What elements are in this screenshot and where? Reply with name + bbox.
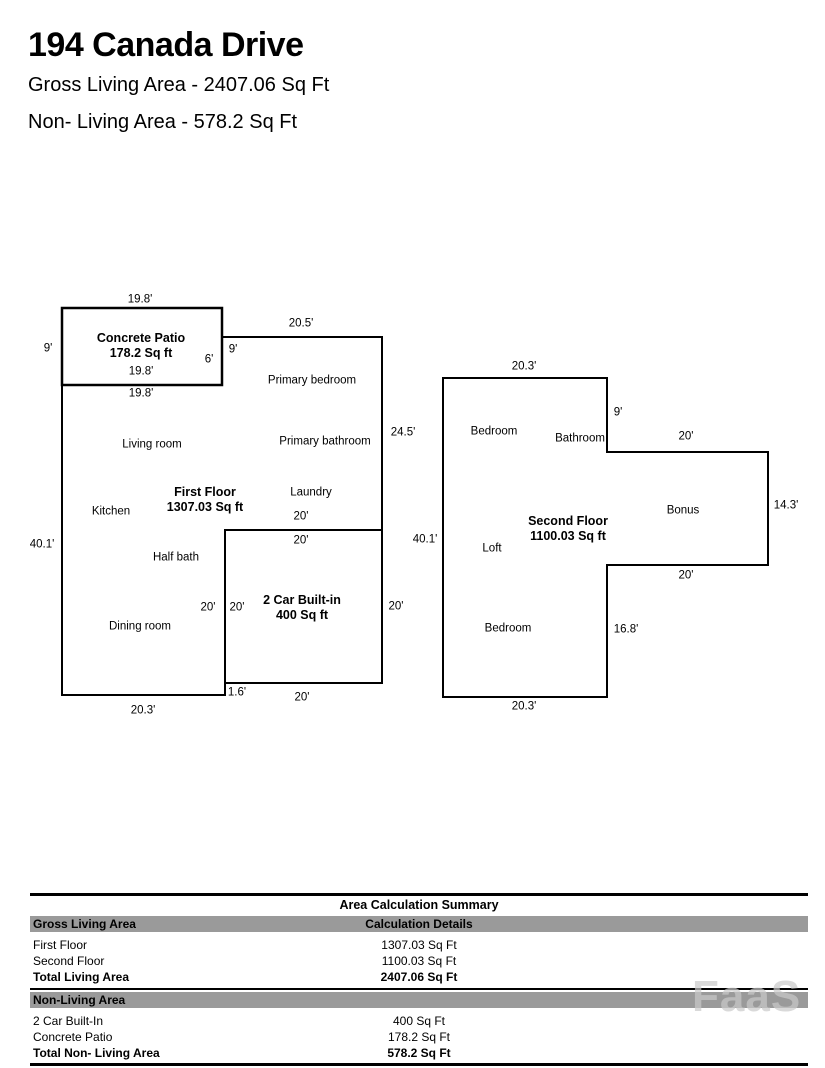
room-half-bath: Half bath [152,551,200,564]
concrete-patio-area: 178.2 Sq ft [109,346,173,360]
room-primary-bedroom: Primary bedroom [267,374,357,387]
dim-patio-top: 19.8' [127,293,153,306]
room-kitchen: Kitchen [91,505,131,518]
first-floor-name: First Floor [174,485,236,499]
room-bedroom-bottom: Bedroom [484,622,532,635]
dim-garage-left-in: 20' [229,601,245,614]
dim-garage-left-out: 20' [200,601,216,614]
summary-title: Area Calculation Summary [30,893,808,914]
dim-patio-right-nine: 9' [228,343,238,356]
room-loft: Loft [482,542,502,555]
garage-name: 2 Car Built-in [263,593,341,607]
dim-jog: 1.6' [227,686,247,699]
room-bathroom: Bathroom [555,432,605,445]
dim-first-left-side: 40.1' [29,538,55,551]
summary-row-total-living: Total Living Area 2407.06 Sq Ft [30,969,808,985]
room-living-room: Living room [122,438,182,451]
gross-living-subtitle: Gross Living Area - 2407.06 Sq Ft [28,74,330,96]
row-label: First Floor [33,938,87,952]
second-floor-name: Second Floor [528,514,608,528]
summary-header-right: Calculation Details [365,917,473,931]
non-living-header: Non-Living Area [33,993,126,1007]
summary-row-garage: 2 Car Built-In 400 Sq Ft [30,1013,808,1029]
summary-divider [30,988,808,990]
dim-second-top: 20.3' [511,360,537,373]
room-bonus: Bonus [666,504,700,517]
row-value: 1307.03 Sq Ft [381,938,457,952]
dim-below-patio: 19.8' [128,387,154,400]
summary-row-patio: Concrete Patio 178.2 Sq Ft [30,1029,808,1045]
first-floor-area: 1307.03 Sq ft [166,500,244,514]
row-label: Total Non- Living Area [33,1046,160,1060]
dim-garage-top-above: 20' [293,510,309,523]
second-floor-area: 1100.03 Sq ft [530,529,606,543]
dim-bath-right: 9' [613,406,623,419]
summary-row-total-non-living: Total Non- Living Area 578.2 Sq Ft [30,1045,808,1061]
summary-bottom-line [30,1063,808,1066]
row-value: 178.2 Sq Ft [387,1030,451,1044]
room-laundry: Laundry [290,486,332,499]
summary-row-second-floor: Second Floor 1100.03 Sq Ft [30,953,808,969]
dim-patio-left: 9' [43,342,53,355]
dim-bonus-bottom: 20' [678,569,694,582]
dim-garage-bottom: 20' [294,691,310,704]
row-label: Second Floor [33,954,105,968]
dim-second-bottom: 20.3' [511,700,537,713]
dim-patio-inner-bottom: 19.8' [128,365,154,378]
row-value: 578.2 Sq Ft [387,1046,451,1060]
dim-bonus-right: 14.3' [773,499,799,512]
page-title: 194 Canada Drive [28,26,304,64]
dim-first-bottom: 20.3' [130,704,156,717]
summary-row-first-floor: First Floor 1307.03 Sq Ft [30,937,808,953]
dim-first-top-right: 20.5' [288,317,314,330]
dim-patio-six: 6' [204,353,214,366]
second-floor-label: Second Floor 1100.03 Sq ft [528,514,608,544]
first-floor-label: First Floor 1307.03 Sq ft [167,485,243,515]
dim-garage-right: 20' [388,600,404,613]
row-value: 400 Sq Ft [392,1014,445,1028]
row-value: 1100.03 Sq Ft [381,954,457,968]
dim-garage-top-below: 20' [293,534,309,547]
room-dining-room: Dining room [109,620,171,633]
concrete-patio-name: Concrete Patio [96,331,186,345]
room-primary-bathroom: Primary bathroom [279,435,371,448]
row-label: Total Living Area [33,970,130,984]
non-living-subtitle: Non- Living Area - 578.2 Sq Ft [28,111,298,133]
room-bedroom-top: Bedroom [470,425,518,438]
row-label: Concrete Patio [33,1030,113,1044]
dim-first-right-side: 24.5' [390,426,416,439]
area-calculation-summary: Area Calculation Summary Gross Living Ar… [30,893,808,1066]
summary-header-row: Gross Living Area Calculation Details [30,916,808,932]
summary-header-left: Gross Living Area [33,917,136,931]
concrete-patio-label: Concrete Patio 178.2 Sq ft [97,331,185,361]
dim-second-left-side: 40.1' [412,533,438,546]
watermark: FaaS [692,972,802,1021]
dim-second-right-lower: 16.8' [613,623,639,636]
row-value: 2407.06 Sq Ft [380,970,458,984]
garage-area: 400 Sq ft [275,608,329,622]
non-living-header-row: Non-Living Area [30,992,808,1008]
garage-label: 2 Car Built-in 400 Sq ft [263,593,341,623]
row-label: 2 Car Built-In [33,1014,104,1028]
dim-bonus-top: 20' [678,430,694,443]
